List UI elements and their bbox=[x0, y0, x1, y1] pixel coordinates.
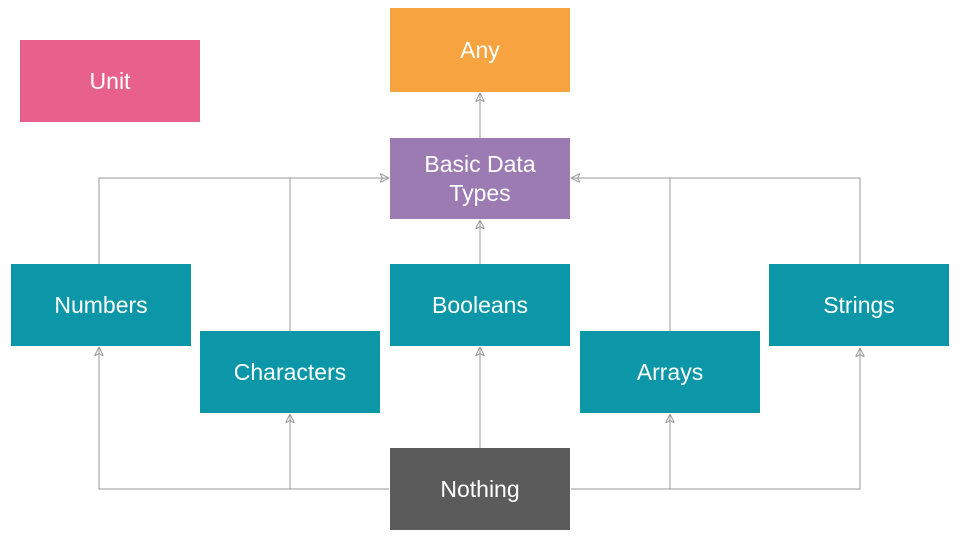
node-nothing: Nothing bbox=[390, 448, 570, 530]
node-any: Any bbox=[390, 8, 570, 92]
node-basic-data-types: Basic Data Types bbox=[390, 138, 570, 219]
node-numbers: Numbers bbox=[11, 264, 191, 346]
node-characters-label: Characters bbox=[233, 358, 347, 385]
node-numbers-label: Numbers bbox=[54, 291, 148, 318]
node-strings: Strings bbox=[769, 264, 949, 346]
node-basic-data-types-label: Basic Data Types bbox=[424, 150, 536, 206]
edge-numbers-to-basic bbox=[98, 178, 388, 264]
edge-strings-to-basic bbox=[572, 178, 861, 264]
node-nothing-label: Nothing bbox=[440, 475, 520, 502]
node-arrays-label: Arrays bbox=[636, 358, 704, 385]
node-characters: Characters bbox=[200, 331, 380, 413]
node-booleans-label: Booleans bbox=[432, 291, 528, 318]
node-strings-label: Strings bbox=[823, 291, 895, 318]
node-booleans: Booleans bbox=[390, 264, 570, 346]
node-any-label: Any bbox=[460, 36, 500, 63]
node-arrays: Arrays bbox=[580, 331, 760, 413]
node-unit-label: Unit bbox=[89, 67, 131, 94]
node-unit: Unit bbox=[20, 40, 200, 122]
